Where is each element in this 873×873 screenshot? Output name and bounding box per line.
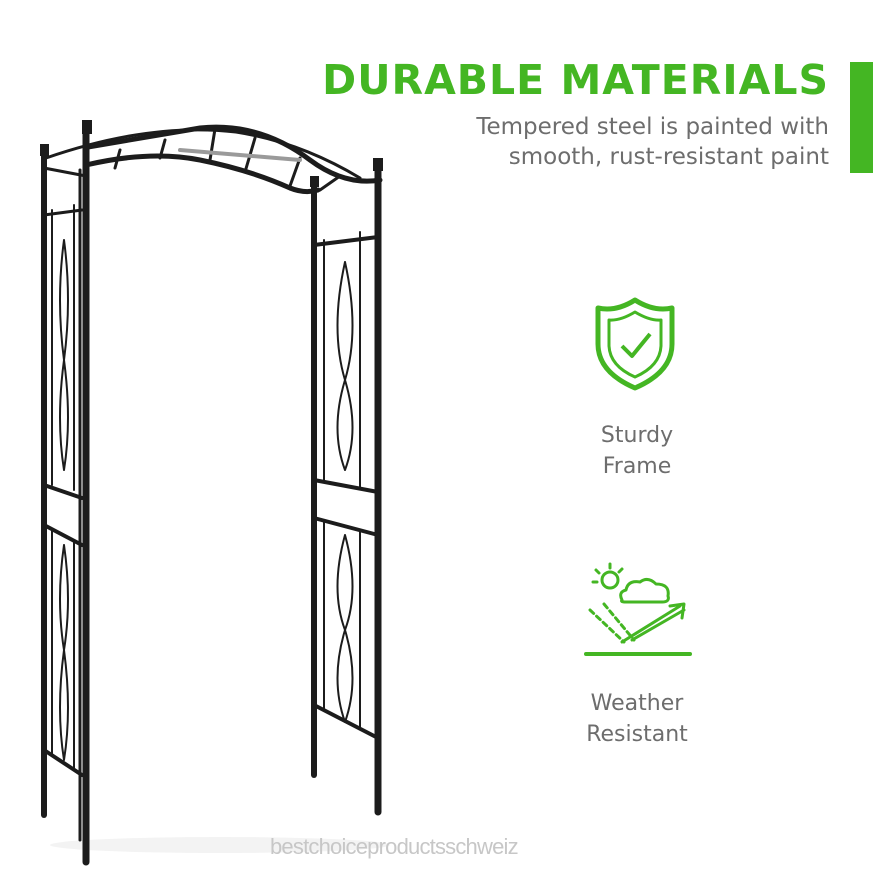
- watermark-text: bestchoiceproductsschweiz: [270, 834, 519, 859]
- feature-label-line2: Resistant: [586, 722, 688, 747]
- feature-label-sturdy-frame: Sturdy Frame: [547, 420, 727, 482]
- feature-label-line2: Frame: [602, 454, 672, 479]
- feature-label-line1: Weather: [590, 691, 684, 716]
- feature-label-line1: Sturdy: [600, 423, 674, 448]
- section-description: Tempered steel is painted with smooth, r…: [476, 114, 829, 170]
- feature-label-weather-resistant: Weather Resistant: [547, 688, 727, 750]
- shield-check-icon: [595, 297, 675, 391]
- accent-bar: [850, 62, 873, 173]
- section-title: DURABLE MATERIALS: [322, 56, 829, 104]
- weather-resistant-icon: [584, 562, 692, 656]
